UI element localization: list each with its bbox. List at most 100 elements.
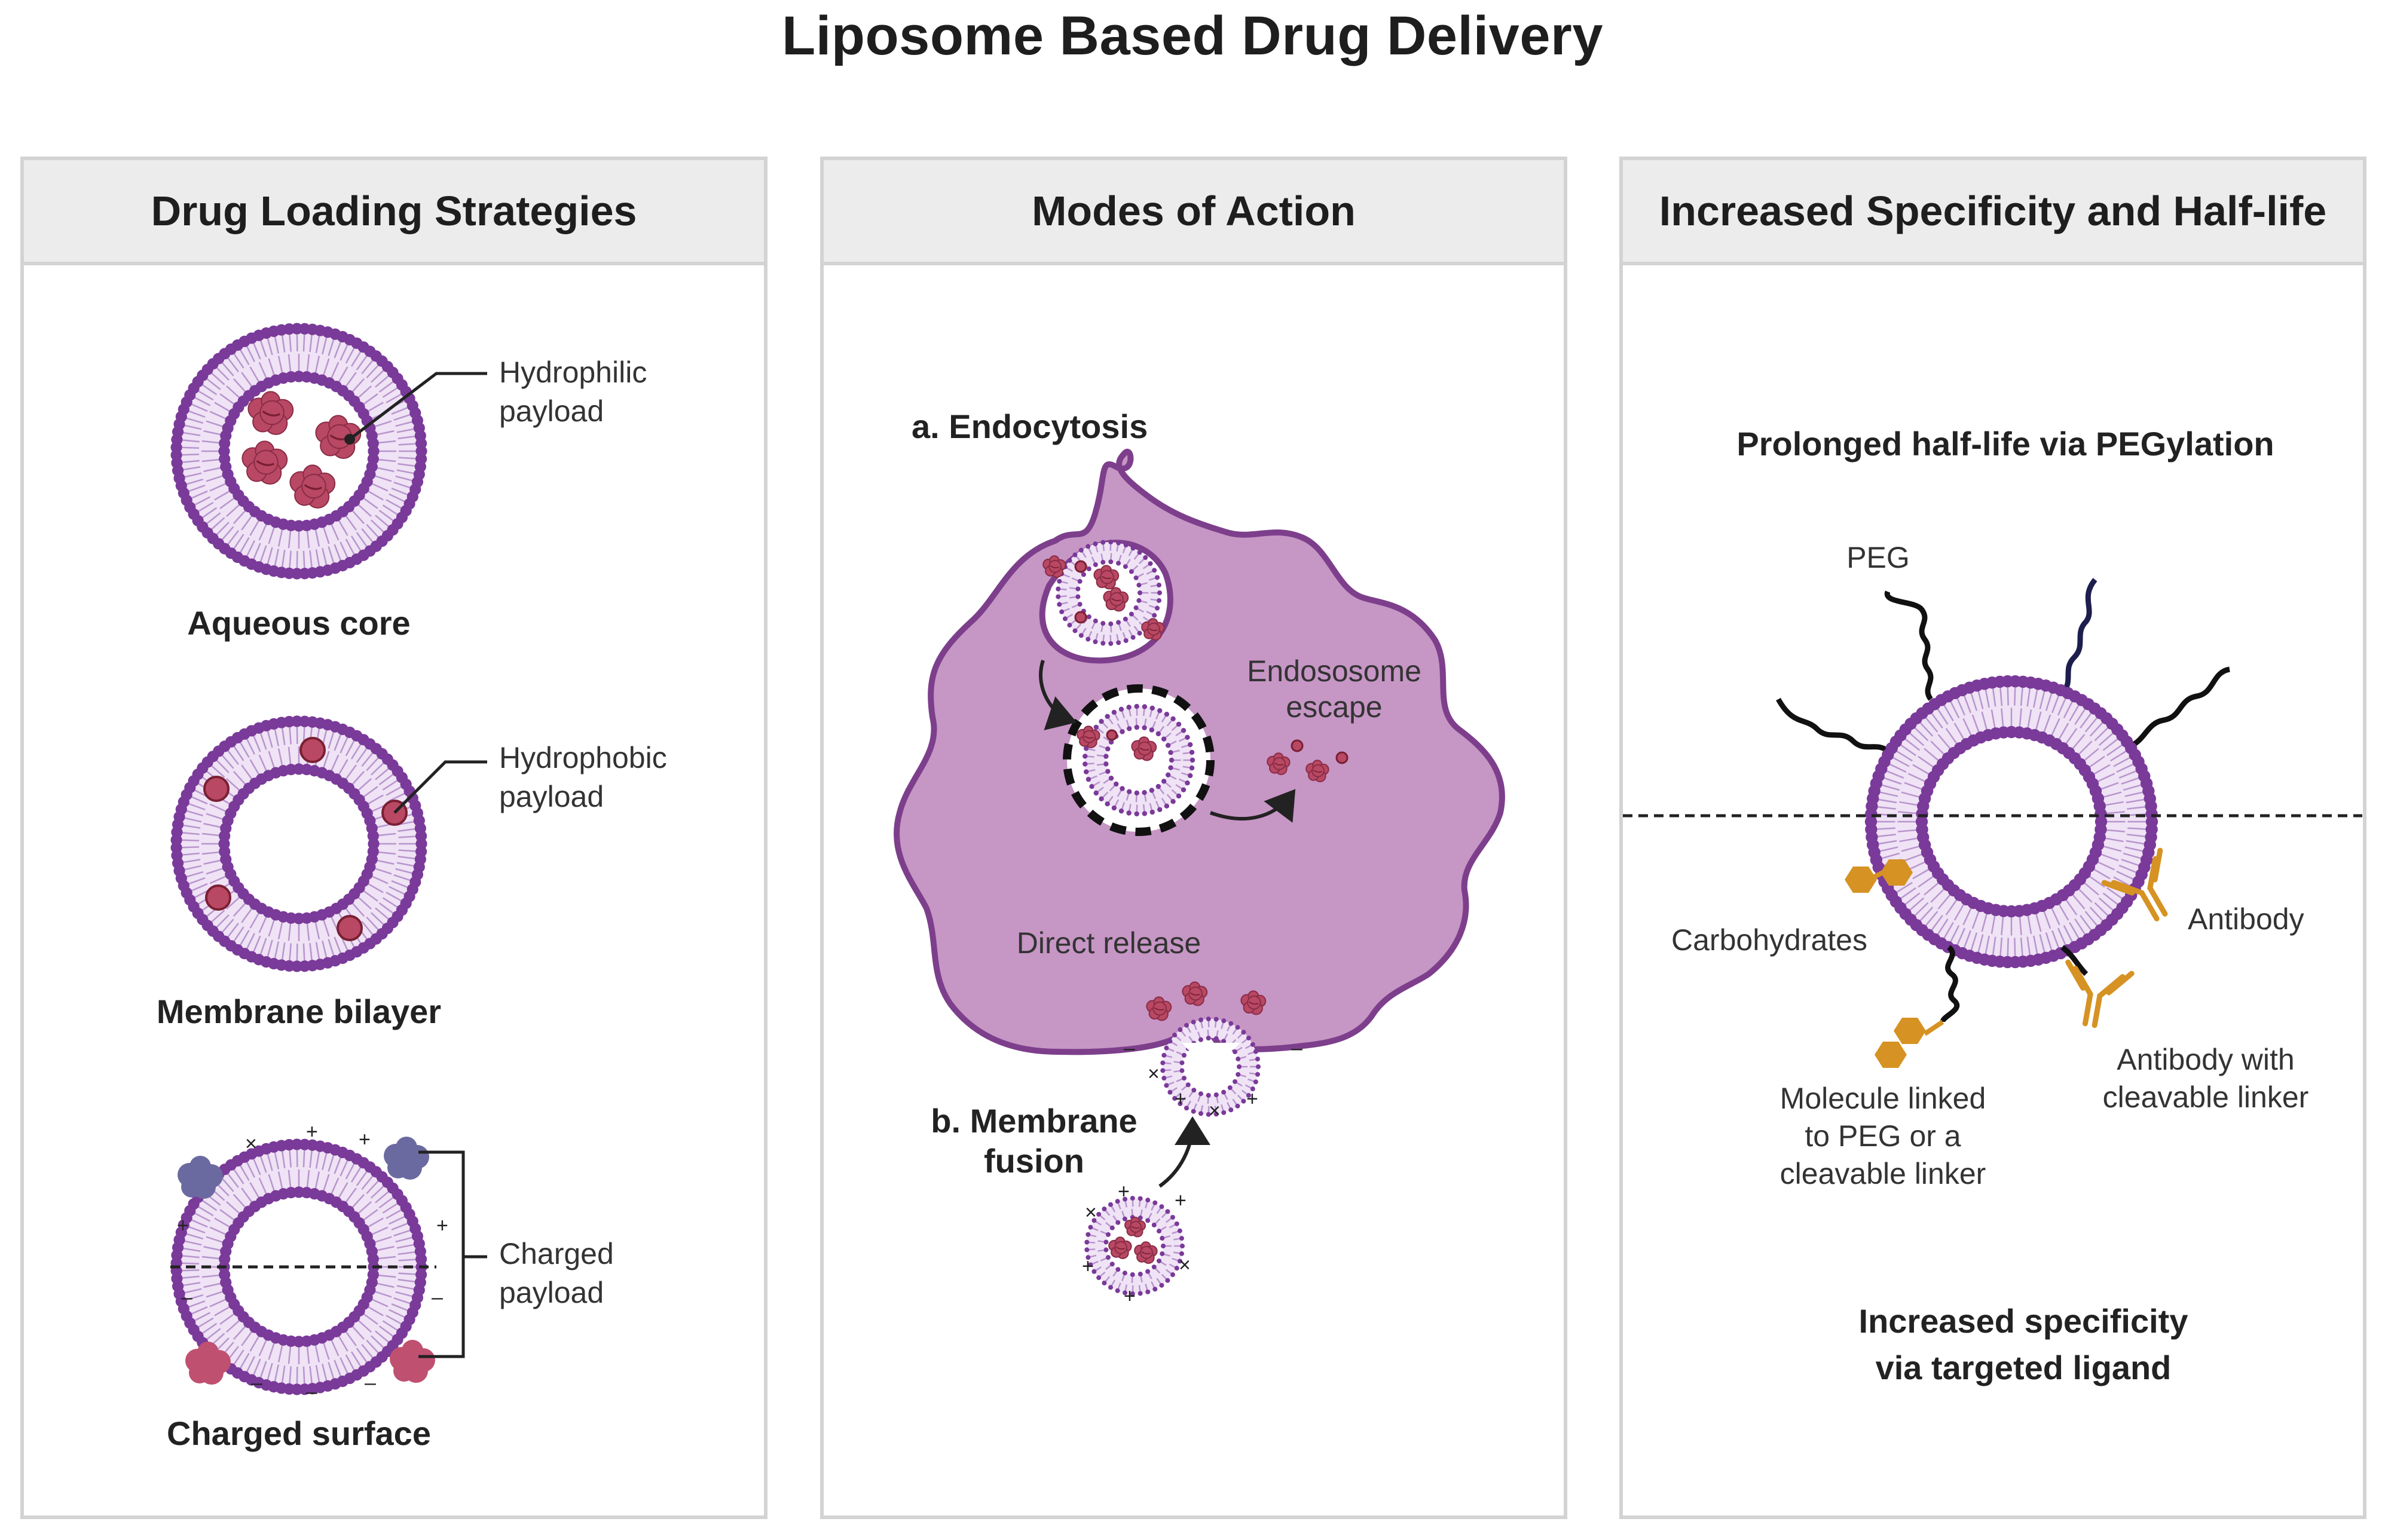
hydrophilic-leader-line	[348, 372, 487, 440]
liposome-bilayer	[1056, 540, 1162, 646]
svg-text:×: ×	[245, 1132, 257, 1155]
hydrophobic-payload	[203, 776, 230, 802]
hydrophobic-leader-line	[393, 760, 487, 814]
main-title: Liposome Based Drug Delivery	[782, 5, 1603, 66]
endosome-escape-label: Endososome	[1247, 654, 1421, 688]
endocytosis-arrow	[1039, 660, 1077, 731]
endocytosis-label: a. Endocytosis	[912, 408, 1148, 445]
antibody-linker-label-2: cleavable linker	[2103, 1080, 2309, 1114]
charged-label: Charged	[499, 1237, 614, 1270]
payload-molecule	[1103, 587, 1129, 612]
hydrophilic-payload-cluster	[241, 391, 362, 509]
svg-text:–: –	[365, 1371, 376, 1394]
hydrophobic-label-2: payload	[499, 780, 604, 813]
panel-specificity: Increased Specificity and Half-life	[1619, 157, 2366, 1519]
payload-molecule	[1182, 981, 1208, 1006]
endosome-escape-label-2: escape	[1286, 690, 1382, 724]
payload-molecule	[241, 440, 288, 485]
carbohydrates-label: Carbohydrates	[1671, 923, 1867, 957]
charged-payload-molecule	[384, 1137, 429, 1180]
liposome-bilayer	[170, 715, 427, 972]
payload-molecule	[1093, 565, 1120, 590]
charged-bracket	[418, 1150, 465, 1358]
direct-release-label: Direct release	[1017, 926, 1201, 960]
liposome-membrane-bilayer	[170, 715, 427, 972]
antibody-with-linker	[2060, 945, 2135, 1028]
molecule-linked-label-3: cleavable linker	[1780, 1157, 1986, 1190]
payload-molecule	[1240, 990, 1267, 1015]
charged-payload-molecule	[178, 1156, 223, 1199]
svg-text:–: –	[306, 1380, 317, 1403]
antibody-icon	[2065, 959, 2135, 1028]
positive-charged-payload	[178, 1137, 429, 1199]
targeted-ligand-label: Increased specificity	[1859, 1302, 2188, 1340]
svg-text:+: +	[359, 1128, 371, 1151]
hydrophobic-label: Hydrophobic	[499, 741, 667, 774]
svg-text:+: +	[1124, 1285, 1136, 1308]
liposome-aqueous-core	[170, 323, 427, 580]
payload-molecule	[1124, 1217, 1146, 1238]
peg-chains	[1776, 578, 2231, 754]
molecule-linked-label: Molecule linked	[1780, 1082, 1986, 1115]
escape-arrow	[1209, 789, 1296, 823]
hydrophobic-payload	[299, 737, 326, 763]
svg-text:×: ×	[1148, 1063, 1160, 1085]
fusing-liposome: – – × + × +	[1124, 1017, 1302, 1122]
hydrophilic-label-2: payload	[499, 394, 604, 428]
panel-header-specificity: Increased Specificity and Half-life	[1623, 160, 2363, 265]
endosome	[1063, 684, 1215, 836]
antibody-label: Antibody	[2188, 902, 2304, 936]
charged-payload-molecule	[185, 1342, 231, 1385]
svg-text:+: +	[1175, 1088, 1187, 1110]
payload-molecule	[1108, 1236, 1132, 1259]
liposome-bilayer	[1084, 1196, 1185, 1296]
payload-molecule	[1305, 760, 1329, 782]
payload-molecule	[1267, 752, 1291, 775]
payload-molecule	[1077, 725, 1100, 748]
antibody-linker-label: Antibody with	[2117, 1043, 2294, 1076]
endocytosis-invagination	[1039, 540, 1173, 664]
pegylation-label: Prolonged half-life via PEGylation	[1736, 425, 2274, 463]
svg-text:×: ×	[1209, 1100, 1221, 1122]
membrane-bilayer-label: Membrane bilayer	[157, 993, 441, 1030]
svg-text:+: +	[1246, 1088, 1258, 1110]
svg-text:+: +	[1118, 1180, 1130, 1203]
svg-text:–: –	[432, 1286, 443, 1309]
free-liposome: × + + + + ×	[1082, 1180, 1191, 1308]
hydrophobic-payload	[205, 884, 231, 911]
targeted-liposome	[1864, 675, 2158, 969]
charged-surface-label: Charged surface	[167, 1415, 431, 1452]
surface-charge-marks: × + + + + – – – – –	[177, 1120, 448, 1403]
panel-header-modes-of-action: Modes of Action	[824, 160, 1564, 265]
fusion-arrow	[1158, 1116, 1210, 1188]
targeted-ligand-label-2: via targeted ligand	[1876, 1349, 2172, 1386]
carbohydrate-ligand	[1845, 859, 1913, 893]
negative-charged-payload	[185, 1340, 435, 1385]
svg-text:×: ×	[1179, 1254, 1191, 1276]
liposome-bilayer	[1083, 703, 1195, 817]
payload-molecule	[1141, 618, 1165, 641]
charged-label-2: payload	[499, 1276, 604, 1309]
svg-text:–: –	[1291, 1037, 1302, 1060]
payload-molecule	[1042, 555, 1066, 578]
membrane-fusion-label: b. Membrane	[931, 1102, 1137, 1140]
svg-text:–: –	[181, 1286, 192, 1309]
antibody-icon	[2101, 847, 2168, 921]
svg-text:+: +	[1082, 1255, 1094, 1278]
svg-text:+: +	[436, 1214, 448, 1237]
svg-text:–: –	[1124, 1037, 1135, 1060]
liposome-bilayer	[170, 323, 427, 580]
liposome-charged-surface: × + + + + – – – – –	[170, 1120, 448, 1403]
liposome-bilayer	[1864, 675, 2158, 969]
svg-text:–: –	[251, 1371, 262, 1394]
molecule-peg-linker	[1875, 945, 1960, 1068]
hydrophilic-leader-dot	[344, 434, 355, 445]
svg-text:+: +	[177, 1214, 189, 1237]
payload-molecule	[1146, 996, 1172, 1021]
antibody-ligand	[2101, 847, 2168, 921]
aqueous-core-label: Aqueous core	[187, 604, 410, 642]
panel-header-drug-loading: Drug Loading Strategies	[24, 160, 764, 265]
hydrophilic-label: Hydrophilic	[499, 356, 647, 389]
charged-payload-molecule	[390, 1340, 435, 1383]
svg-text:+: +	[306, 1120, 318, 1143]
